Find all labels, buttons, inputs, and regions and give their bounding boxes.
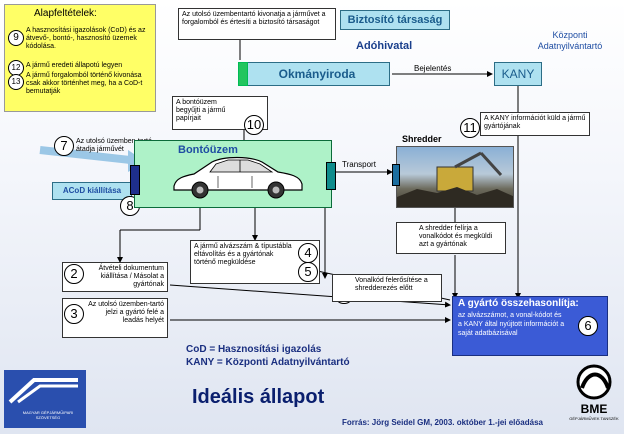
- step-2: 2: [64, 264, 84, 284]
- step-3: 3: [64, 304, 84, 324]
- note-shredder-barcode: A shredder felírja a vonalkódot és megkü…: [396, 222, 506, 254]
- kany-box: KANY: [494, 62, 542, 86]
- bme-logo: BME GÉPJÁRMŰVEK TANSZÉK: [568, 362, 620, 428]
- assumption-9: A hasznosítási igazolások (CoD) és az át…: [26, 27, 146, 50]
- shredder-barcode-marker: [392, 164, 400, 186]
- registry-office-box: Okmányiroda: [244, 62, 390, 86]
- note-deregistration: Az utolsó üzembentartó kivonatja a jármű…: [178, 8, 336, 40]
- step-7: 7: [54, 136, 74, 156]
- step-9: 9: [8, 30, 24, 46]
- notification-label: Bejelentés: [414, 64, 452, 73]
- legend-cod: CoD = Hasznosítási igazolás: [186, 344, 322, 355]
- step-10: 10: [244, 115, 264, 135]
- assumption-12: A jármű eredeti állapotú legyen: [26, 62, 123, 69]
- note-kany-notify: A KANY információt küld a jármű gyártójá…: [480, 112, 590, 136]
- comparison-text: az alvázszámot, a vonal-kódot és a KANY …: [458, 312, 565, 337]
- registry-marker: [238, 62, 248, 86]
- bme-logo-text: BME: [580, 402, 608, 416]
- source-note: Forrás: Jörg Seidel GM, 2003. október 1.…: [342, 418, 543, 427]
- step-5: 5: [298, 262, 318, 282]
- shredder-image: [396, 146, 514, 208]
- tax-office-label: Adóhivatal: [356, 40, 413, 52]
- mgsz-logo-text: MAGYAR GÉPJÁRMŰIPARI SZÖVETSÉG: [22, 410, 74, 420]
- insurer-box: Biztosító társaság: [340, 10, 450, 30]
- shredder-title: Shredder: [402, 134, 442, 144]
- dismantler-left-marker: [130, 165, 140, 195]
- bme-logo-sub: GÉPJÁRMŰVEK TANSZÉK: [569, 416, 619, 421]
- step-13: 13: [8, 74, 24, 90]
- transport-label: Transport: [342, 160, 376, 169]
- step-11: 11: [460, 118, 480, 138]
- note-owner-handover: Az utolsó üzemben-tartó átadja járművét: [76, 138, 152, 153]
- step-6: 6: [578, 316, 598, 336]
- central-registry-label: Központi Adatnyilvántartó: [537, 30, 603, 51]
- assumptions-title: Alapfeltételek:: [34, 8, 97, 19]
- assumption-13: A jármű forgalomból történő kivonása csa…: [26, 72, 143, 95]
- dismantler-title: Bontóüzem: [178, 144, 238, 156]
- car-icon: [173, 156, 303, 199]
- cod-issue-box: ACoD kiállítása: [52, 182, 132, 200]
- legend-kany: KANY = Központi Adatnyilvántartó: [186, 357, 350, 368]
- step-12: 12: [8, 60, 24, 76]
- mgsz-logo: MAGYAR GÉPJÁRMŰIPARI SZÖVETSÉG: [4, 370, 86, 428]
- step-4: 4: [298, 243, 318, 263]
- assumptions-box: [4, 4, 156, 112]
- main-title: Ideális állapot: [192, 386, 325, 408]
- note-barcode-affix: Vonalkód felerősítése a shredderezés elő…: [332, 274, 442, 302]
- dismantler-right-marker: [326, 162, 336, 190]
- comparison-title: A gyártó összehasonlítja:: [458, 298, 579, 309]
